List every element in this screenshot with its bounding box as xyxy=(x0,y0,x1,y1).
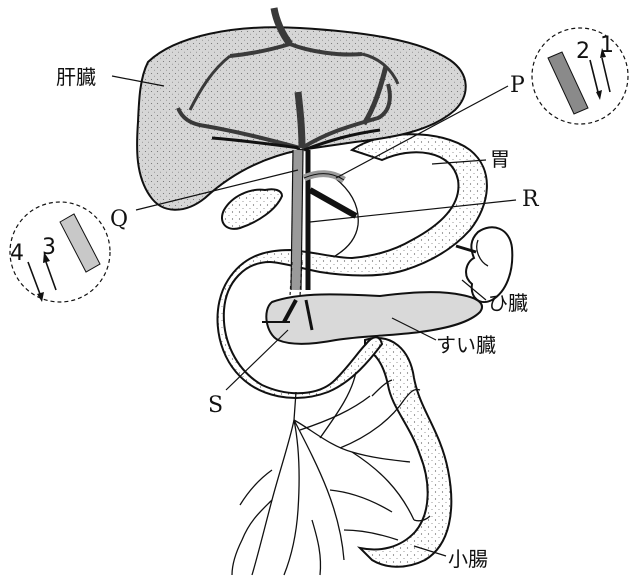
label-S: S xyxy=(208,393,223,418)
label-R: R xyxy=(522,187,540,212)
gallbladder xyxy=(222,189,282,229)
label-Q: Q xyxy=(110,207,128,232)
inset-left-label-4: 4 xyxy=(10,241,24,266)
inset-left: 4 3 xyxy=(10,202,110,302)
inset-left-label-3: 3 xyxy=(42,235,56,260)
inset-right-label-1: 1 xyxy=(600,33,614,58)
label-stomach: 胃 xyxy=(490,147,510,171)
label-P: P xyxy=(510,73,525,98)
label-spleen: ひ臓 xyxy=(488,291,528,315)
inset-right: 2 1 xyxy=(532,28,628,124)
label-small-intestine: 小腸 xyxy=(448,547,488,571)
label-liver: 肝臓 xyxy=(56,65,96,89)
inset-right-label-2: 2 xyxy=(576,39,590,64)
small-intestine xyxy=(360,338,451,567)
label-pancreas: すい臓 xyxy=(436,333,496,357)
